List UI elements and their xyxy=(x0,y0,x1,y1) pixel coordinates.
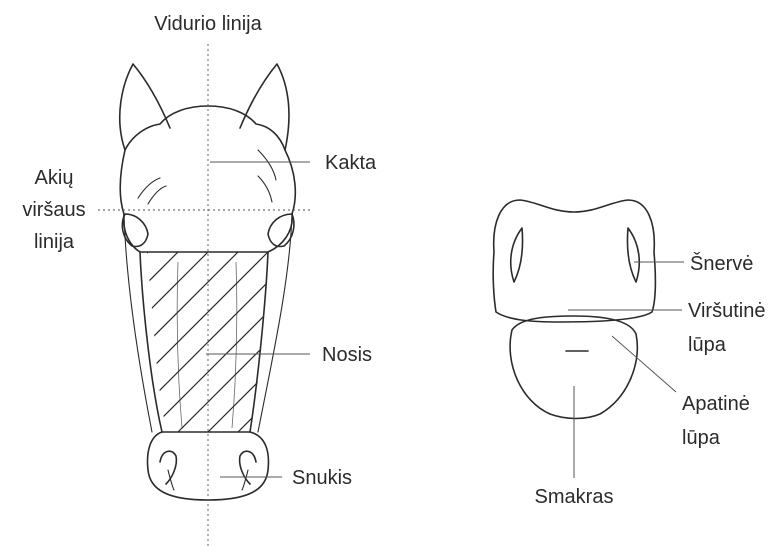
label-eyeline-2: viršaus xyxy=(22,199,85,221)
label-upper-lip-2: lūpa xyxy=(688,334,727,356)
label-lower-lip-1: Apatinė xyxy=(682,393,750,415)
label-midline: Vidurio linija xyxy=(154,13,262,35)
label-eyeline-3: linija xyxy=(34,231,75,253)
left-nostril xyxy=(160,451,176,484)
right-nostril xyxy=(240,451,256,484)
lower-lip-leader xyxy=(612,336,676,392)
left-brow-wrinkle xyxy=(138,178,160,198)
left-eye-bulge xyxy=(122,214,148,247)
left-nostril-under xyxy=(511,228,523,282)
label-forehead: Kakta xyxy=(325,152,377,174)
horse-front-view xyxy=(100,64,300,500)
label-lower-lip-2: lūpa xyxy=(682,427,721,449)
right-nostril-under xyxy=(627,228,639,282)
label-upper-lip-1: Viršutinė xyxy=(688,300,765,322)
muzzle-underside-view xyxy=(493,200,655,419)
right-brow-wrinkle-2 xyxy=(258,176,272,202)
label-chin: Smakras xyxy=(535,486,614,508)
right-brow-wrinkle xyxy=(258,150,276,180)
label-muzzle: Snukis xyxy=(292,467,352,489)
left-brow-wrinkle-2 xyxy=(148,186,166,204)
label-nose: Nosis xyxy=(322,344,372,366)
right-cheek-line xyxy=(250,252,268,432)
label-eyeline-1: Akių xyxy=(35,167,74,189)
right-ear xyxy=(240,64,289,150)
upper-lip-outline xyxy=(493,200,655,322)
nose-bridge-left xyxy=(177,262,182,428)
left-ear xyxy=(120,64,170,150)
label-nostril: Šnervė xyxy=(690,252,753,275)
nose-hatch xyxy=(100,250,300,440)
